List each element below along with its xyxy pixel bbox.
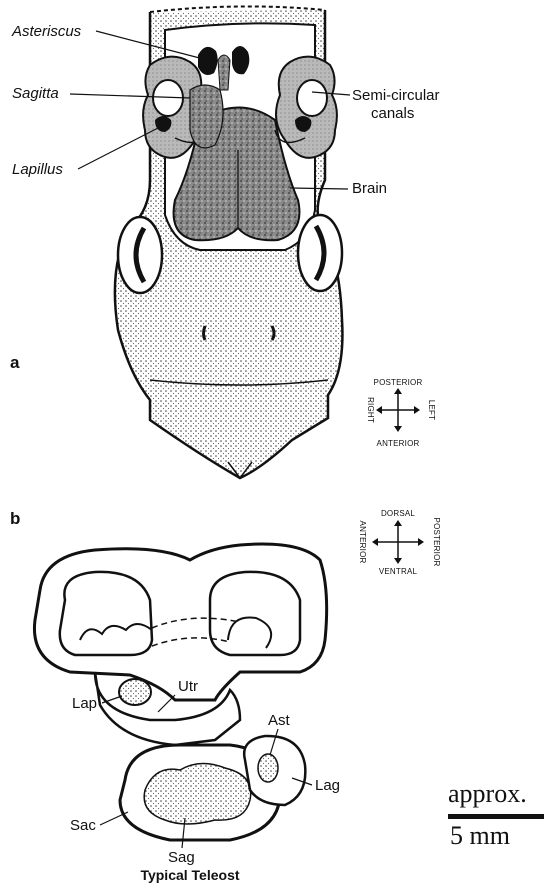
label-lap: Lap	[72, 695, 97, 712]
label-semicircular-line1: Semi-circular	[352, 87, 440, 104]
compass-b-top: DORSAL	[381, 509, 415, 518]
label-sac: Sac	[70, 817, 96, 834]
right-nostril	[204, 326, 206, 340]
sagitta-b	[144, 763, 251, 824]
canal-inner-right	[210, 572, 300, 655]
compass-b-right: POSTERIOR	[432, 518, 441, 567]
scale-bar: approx. 5 mm	[448, 779, 544, 850]
label-brain: Brain	[352, 180, 387, 197]
label-lag: Lag	[315, 777, 340, 794]
figure-caption: Typical Teleost	[140, 867, 239, 883]
compass-b-bottom: VENTRAL	[379, 567, 418, 576]
fish-head-drawing	[115, 6, 343, 478]
label-lapillus: Lapillus	[12, 161, 63, 178]
label-ast: Ast	[268, 712, 291, 729]
scale-label-bottom: 5 mm	[450, 821, 510, 850]
right-eye	[118, 217, 162, 293]
panel-a-letter: a	[10, 353, 20, 372]
sagitta-otolith	[190, 85, 223, 148]
compass-a-top: POSTERIOR	[374, 378, 423, 387]
compass-b: DORSAL VENTRAL ANTERIOR POSTERIOR	[358, 509, 441, 576]
label-sagitta: Sagitta	[12, 85, 59, 102]
canal-inner-left	[60, 572, 152, 655]
label-asteriscus: Asteriscus	[11, 23, 82, 40]
label-sag: Sag	[168, 849, 195, 866]
label-semicircular-line2: canals	[371, 105, 414, 122]
compass-a-bottom: ANTERIOR	[377, 439, 420, 448]
scale-bar-line	[448, 814, 544, 819]
compass-a-right: LEFT	[427, 400, 436, 420]
label-utr: Utr	[178, 678, 198, 695]
compass-a-left: RIGHT	[366, 397, 375, 423]
compass-b-left: ANTERIOR	[358, 521, 367, 564]
compass-a: POSTERIOR ANTERIOR RIGHT LEFT	[366, 378, 436, 448]
panel-b-letter: b	[10, 509, 20, 528]
scale-label-top: approx.	[448, 779, 527, 808]
left-eye	[298, 215, 342, 291]
asteriscus-b	[258, 754, 278, 782]
lapillus-b	[119, 679, 151, 705]
